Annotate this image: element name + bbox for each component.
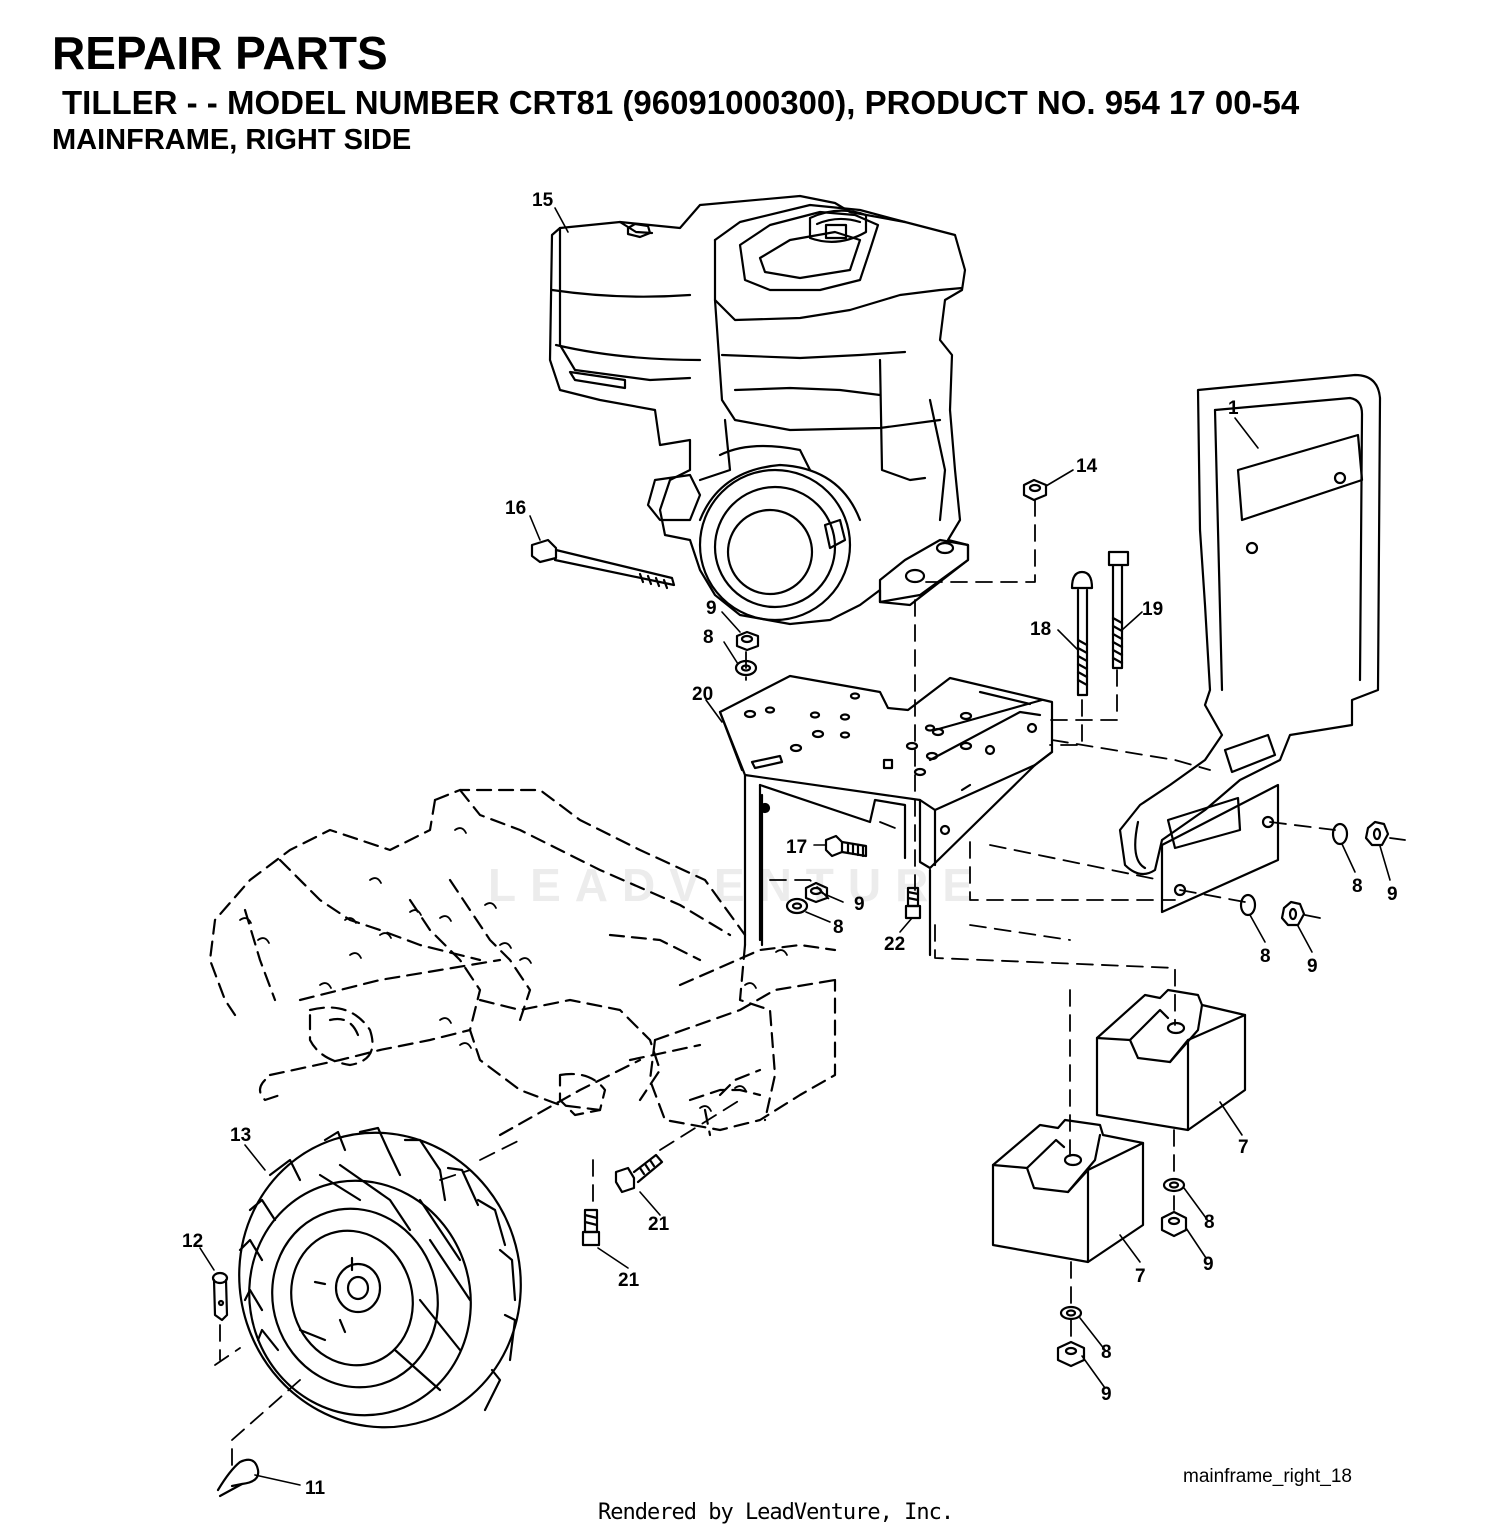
- bolt-22-part[interactable]: [904, 886, 922, 920]
- callout-19: 19: [1142, 599, 1163, 620]
- section-title: MAINFRAME, RIGHT SIDE: [52, 124, 412, 156]
- tie-strap-part[interactable]: [530, 538, 676, 590]
- callout-9-block-lower: 9: [1101, 1384, 1112, 1405]
- callout-11: 11: [305, 1478, 326, 1499]
- callout-1: 1: [1228, 398, 1239, 419]
- washer-8-block-lower-part[interactable]: [1059, 1305, 1083, 1321]
- callout-7-lower: 7: [1135, 1266, 1146, 1287]
- leader-lines: [199, 207, 1391, 1486]
- bolt-17-part[interactable]: [824, 834, 868, 858]
- callout-9-block-upper: 9: [1203, 1254, 1214, 1275]
- callout-21-lower: 21: [618, 1270, 640, 1291]
- callout-17: 17: [786, 837, 807, 858]
- mainframe-plate-part[interactable]: [718, 674, 1054, 947]
- hex-bolt-19-part[interactable]: [1107, 550, 1130, 670]
- mount-block-lower-part[interactable]: [991, 1118, 1145, 1264]
- callout-9-left: 9: [854, 894, 865, 915]
- callout-9-right-lower: 9: [1307, 956, 1318, 977]
- nut-9-left-part[interactable]: [804, 881, 829, 904]
- callout-14: 14: [1076, 456, 1098, 477]
- model-subtitle: TILLER - - MODEL NUMBER CRT81 (960910003…: [62, 84, 1300, 121]
- nut-9-right-lower-part[interactable]: [1280, 900, 1306, 927]
- tine-assembly-part[interactable]: [208, 788, 837, 1137]
- watermark-text: LEADVENTURE: [488, 859, 988, 911]
- callout-12: 12: [182, 1231, 203, 1252]
- callout-20: 20: [692, 684, 713, 705]
- nut-9-right-upper-part[interactable]: [1364, 820, 1390, 847]
- callout-16: 16: [505, 498, 526, 519]
- handle-bracket-part[interactable]: [1118, 373, 1382, 914]
- washer-8-block-upper-part[interactable]: [1162, 1177, 1186, 1193]
- callout-18: 18: [1030, 619, 1051, 640]
- callout-9-right-upper: 9: [1387, 884, 1398, 905]
- nut-14-part[interactable]: [1022, 478, 1048, 502]
- callout-15: 15: [532, 190, 554, 211]
- wheel-tire-part[interactable]: [201, 1096, 559, 1464]
- footer-credit: Rendered by LeadVenture, Inc.: [598, 1500, 954, 1525]
- page-title: REPAIR PARTS: [52, 27, 388, 79]
- nut-9-block-upper-part[interactable]: [1160, 1210, 1188, 1238]
- alignment-lines: [214, 499, 1406, 1466]
- washer-8-left-part[interactable]: [785, 897, 809, 915]
- nut-9-block-lower-part[interactable]: [1056, 1340, 1086, 1368]
- carriage-bolt-18-part[interactable]: [1070, 570, 1094, 697]
- engine-part[interactable]: [548, 194, 970, 626]
- frame-legs: [760, 793, 932, 957]
- callout-8-right-lower: 8: [1260, 946, 1271, 967]
- callout-8-right-upper: 8: [1352, 876, 1363, 897]
- bolt-21-lower-part[interactable]: [581, 1208, 601, 1247]
- callout-labels: 1 7 7 8 8 8 8 8 8 9 9 9 9 9 9 11 12 13 1…: [182, 190, 1398, 1499]
- callout-22: 22: [884, 934, 905, 955]
- hitch-pin-part[interactable]: [211, 1271, 229, 1322]
- callout-9-engine: 9: [706, 598, 717, 619]
- nut-9-engine-part[interactable]: [735, 630, 760, 652]
- bolt-21-upper-part[interactable]: [614, 1153, 664, 1194]
- callout-8-left: 8: [833, 917, 844, 938]
- callout-8-engine: 8: [703, 627, 714, 648]
- callout-21-upper: 21: [648, 1214, 670, 1235]
- callout-8-block-upper: 8: [1204, 1212, 1215, 1233]
- hairpin-clip-part[interactable]: [216, 1458, 260, 1498]
- diagram-reference: mainframe_right_18: [1183, 1466, 1352, 1487]
- tine-bolt-holes: [239, 827, 788, 1112]
- callout-8-block-lower: 8: [1101, 1342, 1112, 1363]
- callout-7-upper: 7: [1238, 1137, 1249, 1158]
- mount-block-upper-part[interactable]: [1095, 988, 1247, 1132]
- washer-8-right-upper-part[interactable]: [1331, 822, 1349, 846]
- washer-8-right-lower-part[interactable]: [1239, 893, 1257, 917]
- callout-13: 13: [230, 1125, 251, 1146]
